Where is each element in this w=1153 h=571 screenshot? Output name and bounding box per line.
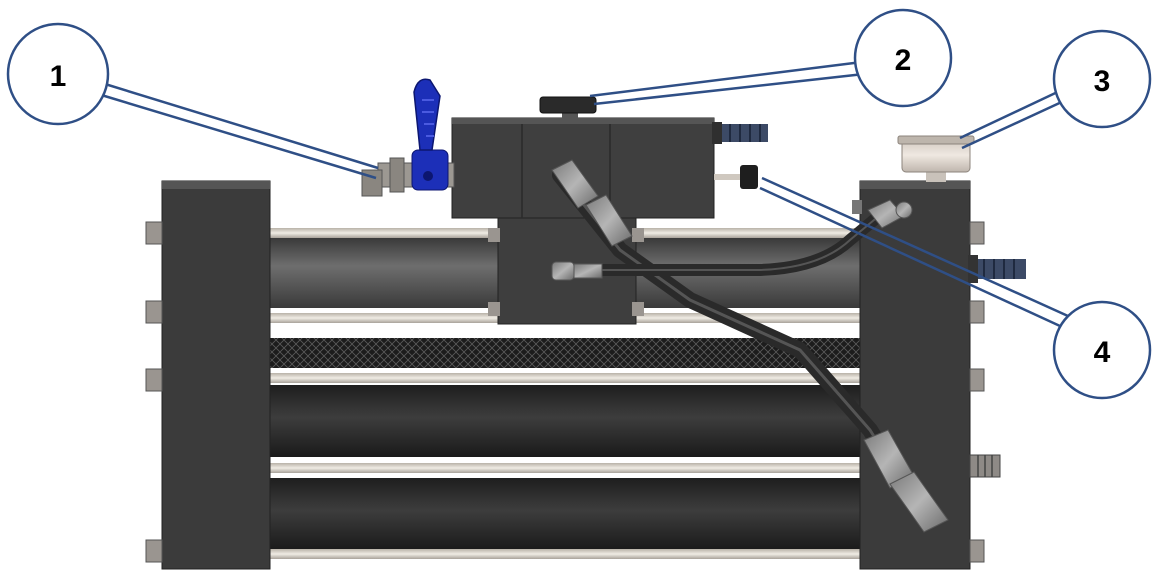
right-plate-small-fitting xyxy=(852,200,862,214)
lower-tube-middle xyxy=(265,385,865,457)
left-bolts xyxy=(145,221,163,563)
hose-diagonal xyxy=(551,159,949,533)
callout-3-label: 3 xyxy=(1094,65,1111,98)
hose-horizontal xyxy=(551,199,913,281)
filter-mesh xyxy=(265,338,865,368)
left-end-plate xyxy=(161,180,271,570)
top-hose-barb xyxy=(712,122,768,144)
callout-2-label: 2 xyxy=(895,44,912,77)
leader-lines xyxy=(91,60,1069,328)
pressure-gauge xyxy=(897,135,975,182)
lower-tube-bottom xyxy=(265,478,865,550)
callout-4-label: 4 xyxy=(1094,336,1111,369)
side-knob xyxy=(714,165,758,189)
right-bolts xyxy=(969,221,985,563)
callout-2: 2 xyxy=(853,8,953,108)
right-side-fitting xyxy=(969,454,1001,478)
top-knob xyxy=(539,96,597,120)
callout-1: 1 xyxy=(6,22,110,126)
callout-4: 4 xyxy=(1052,300,1152,400)
ball-valve xyxy=(361,78,455,197)
rod-bottom xyxy=(265,373,865,559)
right-hose-barb xyxy=(968,255,1026,283)
callout-3: 3 xyxy=(1052,29,1152,129)
callout-1-label: 1 xyxy=(50,60,67,93)
